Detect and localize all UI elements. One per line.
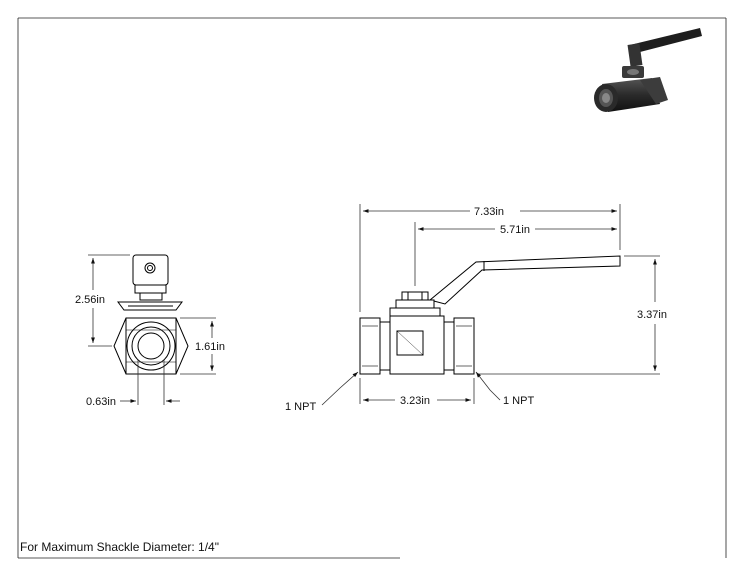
npt-right-label: 1 NPT: [503, 395, 534, 407]
side-dimension-lines: [321, 204, 660, 406]
side-height-label: 3.37in: [637, 309, 667, 321]
side-body-label: 3.23in: [400, 395, 430, 407]
side-view: [359, 255, 621, 375]
front-body-label: 1.61in: [195, 341, 225, 353]
drawing-border: [17, 17, 727, 559]
side-overall-label: 7.33in: [474, 206, 504, 218]
front-port-label: 0.63in: [86, 396, 116, 408]
front-dimension-lines: [88, 254, 216, 405]
side-handle-label: 5.71in: [500, 224, 530, 236]
npt-left-label: 1 NPT: [285, 401, 316, 413]
front-view: [113, 254, 189, 375]
shackle-note: For Maximum Shackle Diameter: 1/4": [20, 540, 219, 554]
valve-3d-render: [594, 28, 702, 112]
front-height-label: 2.56in: [75, 294, 105, 306]
